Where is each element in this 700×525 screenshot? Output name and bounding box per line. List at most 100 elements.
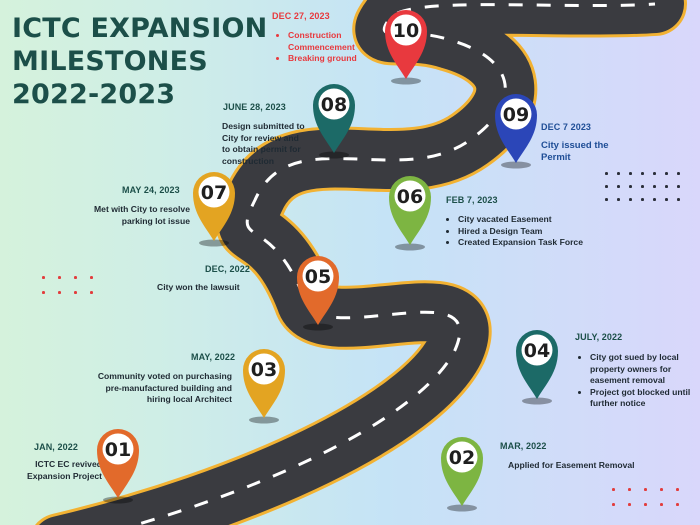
desc-09-line-1: City issued the [541,140,631,152]
decor-dot [641,185,644,188]
decor-dot [58,291,61,294]
milestone-pin-10: 10 [383,6,429,86]
decor-dot [644,503,647,506]
desc-07-line-1: Met with City to resolve [85,204,190,216]
desc-05: City won the lawsuit [157,282,277,294]
pin-number: 01 [105,439,131,461]
decor-dot [660,488,663,491]
desc-06: City vacated Easement Hired a Design Tea… [446,214,608,249]
pin-number: 02 [449,447,475,469]
decor-dot [42,276,45,279]
pin-number: 07 [201,182,227,204]
desc-05-line-1: City won the lawsuit [157,282,277,294]
decor-dot [677,172,680,175]
date-01: JAN, 2022 [34,442,78,452]
desc-08-line-1: Design submitted to [222,121,317,133]
decor-dot [629,172,632,175]
date-09: DEC 7 2023 [541,122,591,132]
decor-dot [90,276,93,279]
desc-01: ICTC EC revived Expansion Project [10,459,102,482]
decor-dot [58,276,61,279]
decor-dot [676,488,679,491]
pin-number: 03 [251,359,277,381]
desc-08-line-2: City for review and [222,133,317,145]
date-02: MAR, 2022 [500,441,546,451]
pin-number: 09 [503,104,529,126]
decor-dot [612,488,615,491]
pin-number: 08 [321,94,347,116]
decor-dot [644,488,647,491]
desc-03: Community voted on purchasing pre-manufa… [75,371,232,406]
bullet-04-1: City got sued by local property owners f… [590,352,695,387]
decor-dot [676,503,679,506]
decor-dot [617,198,620,201]
decor-dot [629,198,632,201]
pin-number: 05 [305,266,331,288]
decor-dot [653,185,656,188]
desc-07-line-2: parking lot issue [85,216,190,228]
date-03: MAY, 2022 [191,352,235,362]
decor-dot [612,503,615,506]
decor-dot [653,172,656,175]
dot-grid-right-bottom [612,488,692,518]
decor-dot [665,172,668,175]
decor-dot [628,488,631,491]
date-07: MAY 24, 2023 [122,185,180,195]
decor-dot [665,198,668,201]
desc-08-line-3: to obtain permit for [222,144,317,156]
pin-number: 06 [397,186,423,208]
dot-grid-right-top [605,172,695,212]
milestone-pin-02: 02 [439,433,485,513]
desc-09-line-2: Permit [541,152,631,164]
desc-02-line-1: Applied for Easement Removal [508,460,658,472]
milestone-pin-01: 01 [95,425,141,505]
milestone-pin-04: 04 [514,326,560,406]
decor-dot [42,291,45,294]
decor-dot [641,172,644,175]
decor-dot [605,198,608,201]
milestone-pin-05: 05 [295,252,341,332]
milestone-pin-03: 03 [241,345,287,425]
decor-dot [641,198,644,201]
desc-03-line-3: hiring local Architect [75,394,232,406]
desc-08-line-4: construction [222,156,317,168]
decor-dot [605,185,608,188]
desc-07: Met with City to resolve parking lot iss… [85,204,190,227]
milestone-pin-07: 07 [191,168,237,248]
decor-dot [605,172,608,175]
decor-dot [617,172,620,175]
date-10: DEC 27, 2023 [272,11,330,21]
pin-number: 04 [524,340,550,362]
date-05: DEC, 2022 [205,264,250,274]
decor-dot [617,185,620,188]
decor-dot [660,503,663,506]
milestone-pin-08: 08 [311,80,357,160]
milestone-pin-09: 09 [493,90,539,170]
decor-dot [628,503,631,506]
desc-08: Design submitted to City for review and … [222,121,317,167]
decor-dot [677,198,680,201]
date-08: JUNE 28, 2023 [223,102,286,112]
decor-dot [629,185,632,188]
desc-04: City got sued by local property owners f… [578,352,695,410]
bullet-06-3: Created Expansion Task Force [458,237,608,249]
decor-dot [74,291,77,294]
desc-03-line-1: Community voted on purchasing [75,371,232,383]
decor-dot [90,291,93,294]
desc-01-line-2: Expansion Project [10,471,102,483]
date-04: JULY, 2022 [575,332,622,342]
desc-02: Applied for Easement Removal [508,460,658,472]
desc-09: City issued the Permit [541,140,631,164]
dot-grid-left [42,276,102,306]
desc-01-line-1: ICTC EC revived [10,459,102,471]
decor-dot [665,185,668,188]
decor-dot [74,276,77,279]
pin-number: 10 [393,20,419,42]
desc-03-line-2: pre-manufactured building and [75,383,232,395]
decor-dot [653,198,656,201]
date-06: FEB 7, 2023 [446,195,498,205]
milestone-pin-06: 06 [387,172,433,252]
bullet-06-1: City vacated Easement [458,214,608,226]
bullet-04-2: Project got blocked until further notice [590,387,695,410]
